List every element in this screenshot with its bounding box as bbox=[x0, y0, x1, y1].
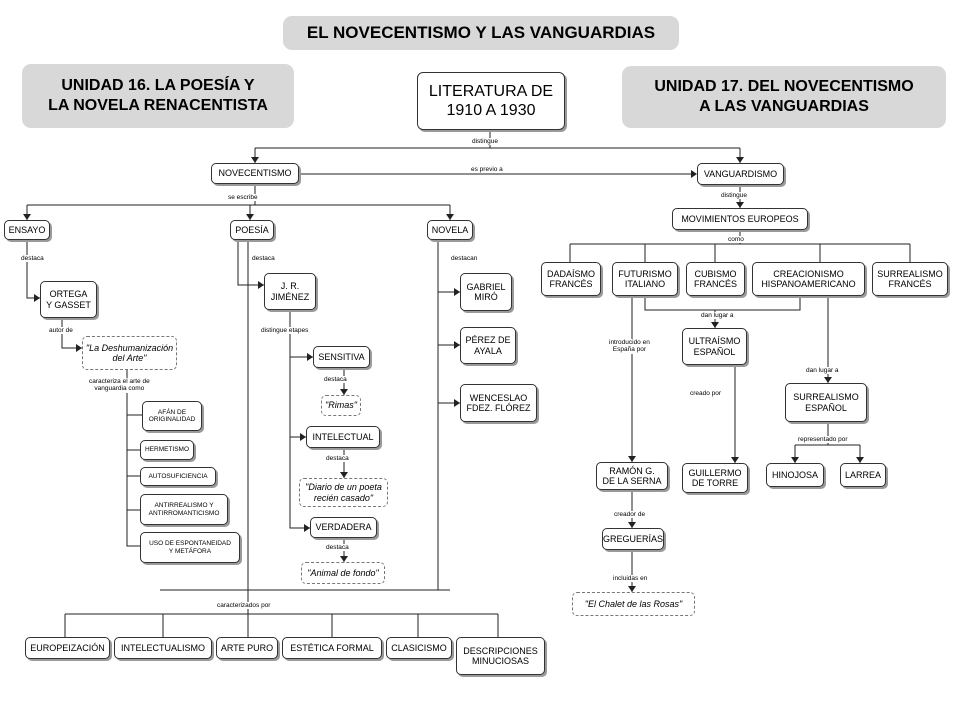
label-introducido-en-espana: introducido en España por bbox=[608, 339, 651, 354]
label-destaca-ensayo: destaca bbox=[20, 255, 45, 263]
node-hinojosa: HINOJOSA bbox=[766, 463, 824, 487]
label-incluidas-en: incluidas en bbox=[612, 575, 649, 583]
label-se-escribe: se escribe bbox=[227, 194, 259, 202]
node-clasicismo: CLASICISMO bbox=[386, 637, 452, 659]
label-representado-por: representado por bbox=[797, 436, 849, 444]
node-larrea: LARREA bbox=[840, 463, 886, 487]
label-caracteriza: caracteriza el arte de vanguardia como bbox=[88, 378, 151, 393]
node-surrealismo-frances: SURREALISMO FRANCÉS bbox=[872, 262, 948, 296]
node-uso-espontaneidad: USO DE ESPONTANEIDAD Y METÁFORA bbox=[140, 532, 240, 563]
node-jrj: J. R. JIMÉNEZ bbox=[264, 273, 316, 310]
node-novecentismo: NOVECENTISMO bbox=[211, 163, 299, 184]
node-gabriel-miro: GABRIEL MIRÓ bbox=[460, 273, 512, 311]
node-ramon-gomez: RAMÓN G. DE LA SERNA bbox=[596, 462, 668, 490]
label-destaca-sensitiva: destaca bbox=[323, 376, 348, 384]
label-distingue-vanguardismo: distingue bbox=[720, 192, 749, 200]
node-sensitiva: SENSITIVA bbox=[313, 346, 370, 368]
node-cubismo: CUBISMO FRANCÉS bbox=[686, 262, 745, 296]
node-intelectual: INTELECTUAL bbox=[306, 426, 380, 448]
node-europeizacion: EUROPEIZACIÓN bbox=[25, 637, 110, 659]
node-greguerias: GREGUERÍAS bbox=[602, 528, 664, 550]
label-creador-de: creador de bbox=[613, 511, 647, 519]
label-dan-lugar-a-surrealismo: dan lugar a bbox=[805, 367, 840, 375]
page-title: EL NOVECENTISMO Y LAS VANGUARDIAS bbox=[283, 16, 679, 50]
node-chalet-de-las-rosas: "El Chalet de las Rosas" bbox=[572, 592, 695, 616]
label-es-previo-a: es previo a bbox=[470, 166, 504, 174]
node-futurismo: FUTURISMO ITALIANO bbox=[612, 262, 678, 296]
node-autosuficiencia: AUTOSUFICIENCIA bbox=[140, 467, 216, 486]
unit-17-banner[interactable]: UNIDAD 17. DEL NOVECENTISMO A LAS VANGUA… bbox=[622, 66, 946, 128]
label-distingue: distingue bbox=[471, 138, 500, 146]
node-ortega: ORTEGA Y GASSET bbox=[40, 281, 97, 318]
label-destaca-verdadera: destaca bbox=[325, 544, 350, 552]
node-vanguardismo: VANGUARDISMO bbox=[697, 163, 784, 185]
label-destacan-novela: destacan bbox=[450, 255, 479, 263]
label-dan-lugar-a: dan lugar a bbox=[700, 312, 735, 320]
node-movimientos-europeos: MOVIMIENTOS EUROPEOS bbox=[672, 208, 808, 230]
node-ultraismo: ULTRAÍSMO ESPAÑOL bbox=[682, 328, 747, 365]
node-verdadera: VERDADERA bbox=[310, 517, 377, 538]
node-perez-de-ayala: PÉREZ DE AYALA bbox=[460, 327, 516, 364]
label-destaca-poesia: destaca bbox=[251, 255, 276, 263]
node-arte-puro: ARTE PURO bbox=[216, 637, 278, 659]
node-ensayo: ENSAYO bbox=[4, 220, 50, 240]
node-descripciones: DESCRIPCIONES MINUCIOSAS bbox=[456, 637, 545, 675]
node-literatura: LITERATURA DE 1910 A 1930 bbox=[417, 72, 565, 130]
node-rimas: "Rimas" bbox=[321, 395, 361, 416]
label-caracterizados-por: caracterizados por bbox=[216, 602, 272, 610]
node-surrealismo-espanol: SURREALISMO ESPAÑOL bbox=[785, 383, 867, 422]
label-distingue-etapes: distingue etapes bbox=[260, 327, 310, 335]
node-hermetismo: HERMETISMO bbox=[140, 440, 194, 460]
unit-16-banner[interactable]: UNIDAD 16. LA POESÍA Y LA NOVELA RENACEN… bbox=[22, 64, 294, 128]
node-intelectualismo: INTELECTUALISMO bbox=[114, 637, 212, 659]
node-estetica-formal: ESTÉTICA FORMAL bbox=[282, 637, 382, 659]
node-deshumanizacion: "La Deshumanización del Arte" bbox=[82, 336, 177, 370]
node-dadaismo: DADAÍSMO FRANCÉS bbox=[541, 262, 601, 296]
label-como: como bbox=[727, 236, 745, 244]
node-animal-de-fondo: "Animal de fondo" bbox=[301, 562, 385, 584]
node-wenceslao: WENCESLAO FDEZ. FLÓREZ bbox=[460, 384, 537, 422]
node-poesia: POESÍA bbox=[230, 220, 274, 240]
node-guillermo-de-torre: GUILLERMO DE TORRE bbox=[682, 463, 748, 493]
node-creacionismo: CREACIONISMO HISPANOAMERICANO bbox=[752, 262, 865, 296]
node-diario: "Diario de un poeta recién casado" bbox=[299, 478, 388, 507]
label-creado-por: creado por bbox=[689, 390, 723, 398]
node-antirrealismo: ANTIRREALISMO Y ANTIRROMANTICISMO bbox=[140, 494, 228, 525]
label-autor-de: autor de bbox=[48, 327, 74, 335]
node-novela: NOVELA bbox=[427, 220, 473, 240]
node-afan-originalidad: AFÁN DE ORIGINALIDAD bbox=[142, 401, 202, 431]
label-destaca-intelectual: destaca bbox=[325, 455, 350, 463]
